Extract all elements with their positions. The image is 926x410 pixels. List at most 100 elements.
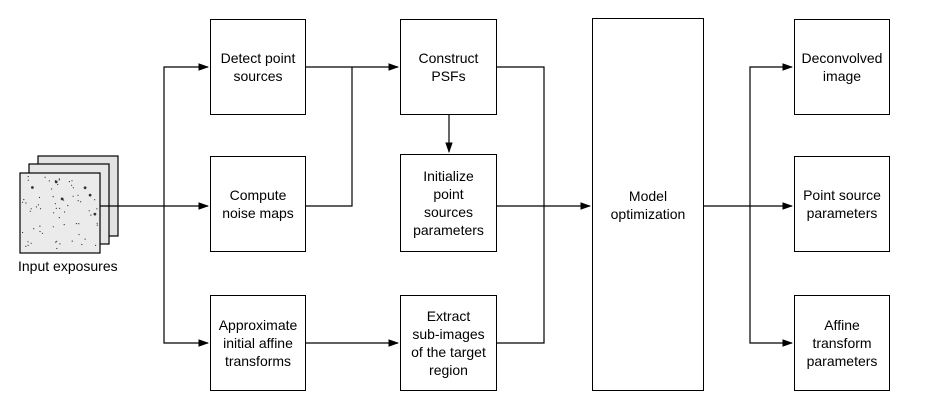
star-speckle	[71, 240, 73, 242]
star-speckle	[25, 202, 27, 204]
star-speckle	[55, 207, 57, 209]
star-speckle	[33, 228, 35, 230]
star-speckle	[35, 206, 38, 208]
node-label: Model optimization	[610, 187, 686, 222]
star-speckle	[44, 176, 46, 178]
star-speckle	[25, 245, 27, 247]
star-speckle	[95, 244, 97, 246]
star-speckle	[80, 201, 82, 203]
star-speckle	[52, 196, 54, 198]
star-speckle	[30, 208, 32, 210]
node-construct-psfs: Construct PSFs	[400, 19, 497, 115]
edge-input-to-detect	[163, 63, 210, 206]
node-deconvolved-image: Deconvolved image	[794, 19, 890, 115]
star-speckle	[83, 186, 87, 190]
star-speckle	[56, 247, 58, 250]
edge-psf-to-model	[497, 66, 545, 206]
node-model-optimization: Model optimization	[592, 18, 704, 391]
star-speckle	[93, 212, 97, 216]
node-compute-noise-maps: Compute noise maps	[210, 156, 306, 252]
node-approximate-affine-transforms: Approximate initial affine transforms	[210, 295, 306, 391]
node-label: Initialize point sources parameters	[413, 168, 484, 238]
star-speckle	[77, 200, 79, 202]
node-point-source-parameters: Point source parameters	[794, 156, 890, 252]
edge-noise-to-psf	[306, 67, 353, 207]
star-speckle	[81, 243, 83, 246]
input-exposures-caption: Input exposures	[18, 258, 118, 274]
star-speckle	[75, 223, 78, 225]
node-label: Construct PSFs	[418, 50, 479, 84]
star-speckle	[22, 231, 24, 234]
edge-model-to-deconv	[749, 63, 794, 206]
star-speckle	[53, 212, 55, 214]
star-speckle	[39, 208, 42, 210]
star-speckle	[96, 222, 98, 224]
star-speckle	[77, 194, 79, 196]
star-speckle	[56, 240, 58, 242]
star-speckle	[72, 195, 74, 197]
star-speckle	[48, 180, 50, 182]
star-speckle	[78, 233, 80, 236]
star-speckle	[94, 199, 96, 201]
star-speckle	[96, 208, 98, 210]
star-speckle	[54, 180, 57, 182]
star-speckle	[27, 244, 29, 246]
star-speckle	[52, 226, 54, 228]
node-label: Detect point sources	[220, 50, 296, 84]
star-speckle	[54, 181, 57, 183]
star-speckle	[84, 238, 86, 240]
star-speckle	[37, 204, 40, 206]
star-speckle	[39, 230, 41, 233]
star-speckle	[39, 225, 41, 227]
star-speckle	[30, 242, 32, 244]
node-label: Deconvolved image	[801, 50, 883, 84]
star-speckle	[58, 217, 60, 219]
star-speckle	[29, 210, 31, 212]
star-speckle	[71, 180, 73, 182]
star-speckle	[27, 179, 29, 181]
node-initialize-point-sources: Initialize point sources parameters	[400, 154, 497, 252]
star-speckle	[68, 181, 70, 183]
star-speckle	[51, 188, 53, 190]
star-speckle	[27, 176, 29, 178]
star-speckle	[96, 224, 98, 226]
node-detect-point-sources: Detect point sources	[210, 19, 306, 115]
star-speckle	[60, 197, 64, 201]
star-speckle	[58, 178, 61, 180]
star-speckle	[54, 203, 57, 205]
star-speckle	[78, 223, 80, 225]
star-speckle	[71, 184, 73, 186]
node-label: Extract sub-images of the target region	[411, 308, 486, 378]
star-speckle	[67, 204, 69, 207]
node-affine-transform-parameters: Affine transform parameters	[794, 295, 890, 391]
star-speckle	[88, 210, 90, 212]
node-label: Approximate initial affine transforms	[218, 317, 298, 369]
edge-input-to-affine	[163, 206, 210, 347]
star-speckle	[31, 186, 34, 189]
star-speckle	[41, 232, 44, 234]
node-label: Point source parameters	[803, 187, 881, 221]
star-speckle	[38, 196, 41, 199]
star-speckle	[58, 179, 60, 181]
node-label: Affine transform parameters	[806, 317, 878, 369]
star-speckle	[21, 201, 24, 203]
star-speckle	[57, 183, 59, 186]
input-exposures-icon	[19, 155, 119, 254]
edge-extract-to-model	[497, 206, 545, 344]
star-speckle	[27, 241, 29, 243]
star-speckle	[72, 187, 74, 189]
node-label: Compute noise maps	[222, 187, 294, 221]
star-speckle	[64, 211, 66, 213]
star-speckle	[59, 207, 61, 209]
star-speckle	[23, 199, 25, 201]
star-speckle	[63, 224, 65, 226]
star-speckle	[55, 241, 57, 243]
star-speckle	[59, 243, 61, 245]
node-extract-sub-images: Extract sub-images of the target region	[400, 295, 497, 391]
star-speckle	[63, 199, 65, 201]
star-speckle	[88, 193, 92, 197]
star-speckle	[90, 214, 92, 216]
edge-model-to-affine-params	[749, 206, 794, 347]
